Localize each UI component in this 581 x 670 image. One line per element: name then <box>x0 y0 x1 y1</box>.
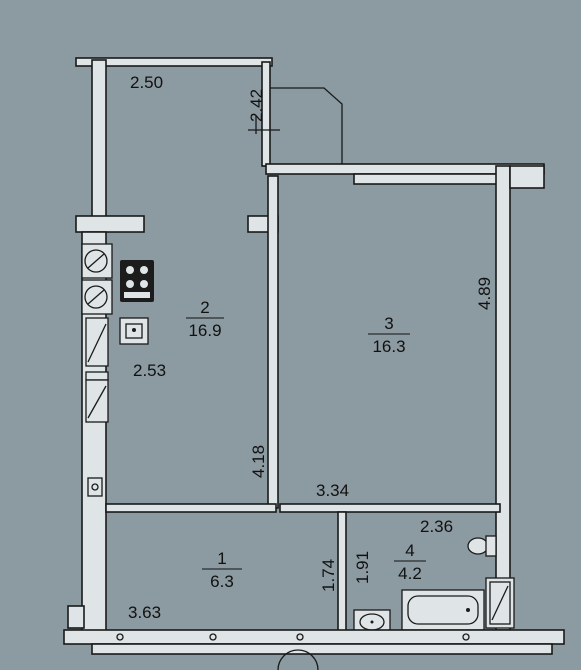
room-3-label: 3 16.3 <box>368 314 410 356</box>
room-2-label: 2 16.9 <box>186 298 224 340</box>
toilet-icon <box>467 535 497 557</box>
dim-kitchen-width: 2.53 <box>133 361 166 380</box>
dim-room-depth: 4.89 <box>475 277 494 310</box>
dim-loggia-width: 2.50 <box>130 73 163 92</box>
dim-loggia-depth: 2.42 <box>247 89 266 122</box>
interior-walls <box>105 163 545 633</box>
stove-icon <box>81 243 154 315</box>
dim-hall-depth: 1.74 <box>319 559 338 592</box>
dim-hall-width: 3.63 <box>128 603 161 622</box>
bathtub-icon <box>401 589 485 631</box>
dim-room-width: 3.34 <box>316 481 349 500</box>
sink-icon <box>119 317 149 345</box>
cabinets <box>85 317 109 423</box>
dim-bath-depth: 1.91 <box>353 551 372 584</box>
dim-bath-width: 2.36 <box>420 517 453 536</box>
room-3-area: 16.3 <box>372 337 405 356</box>
room-1-area: 6.3 <box>210 572 234 591</box>
room-1-label: 1 6.3 <box>202 549 242 591</box>
room-2-area: 16.9 <box>188 321 221 340</box>
room-3-number: 3 <box>384 314 393 333</box>
room-4-label: 4 4.2 <box>394 541 426 583</box>
room-4-number: 4 <box>405 541 414 560</box>
room-4-area: 4.2 <box>398 564 422 583</box>
bottom-exterior-wall <box>63 629 565 670</box>
room-2-number: 2 <box>200 298 209 317</box>
riser-icon <box>87 477 103 497</box>
room-1-number: 1 <box>217 549 226 568</box>
boiler-icon <box>485 577 515 629</box>
dim-kitchen-depth: 4.18 <box>249 445 268 478</box>
